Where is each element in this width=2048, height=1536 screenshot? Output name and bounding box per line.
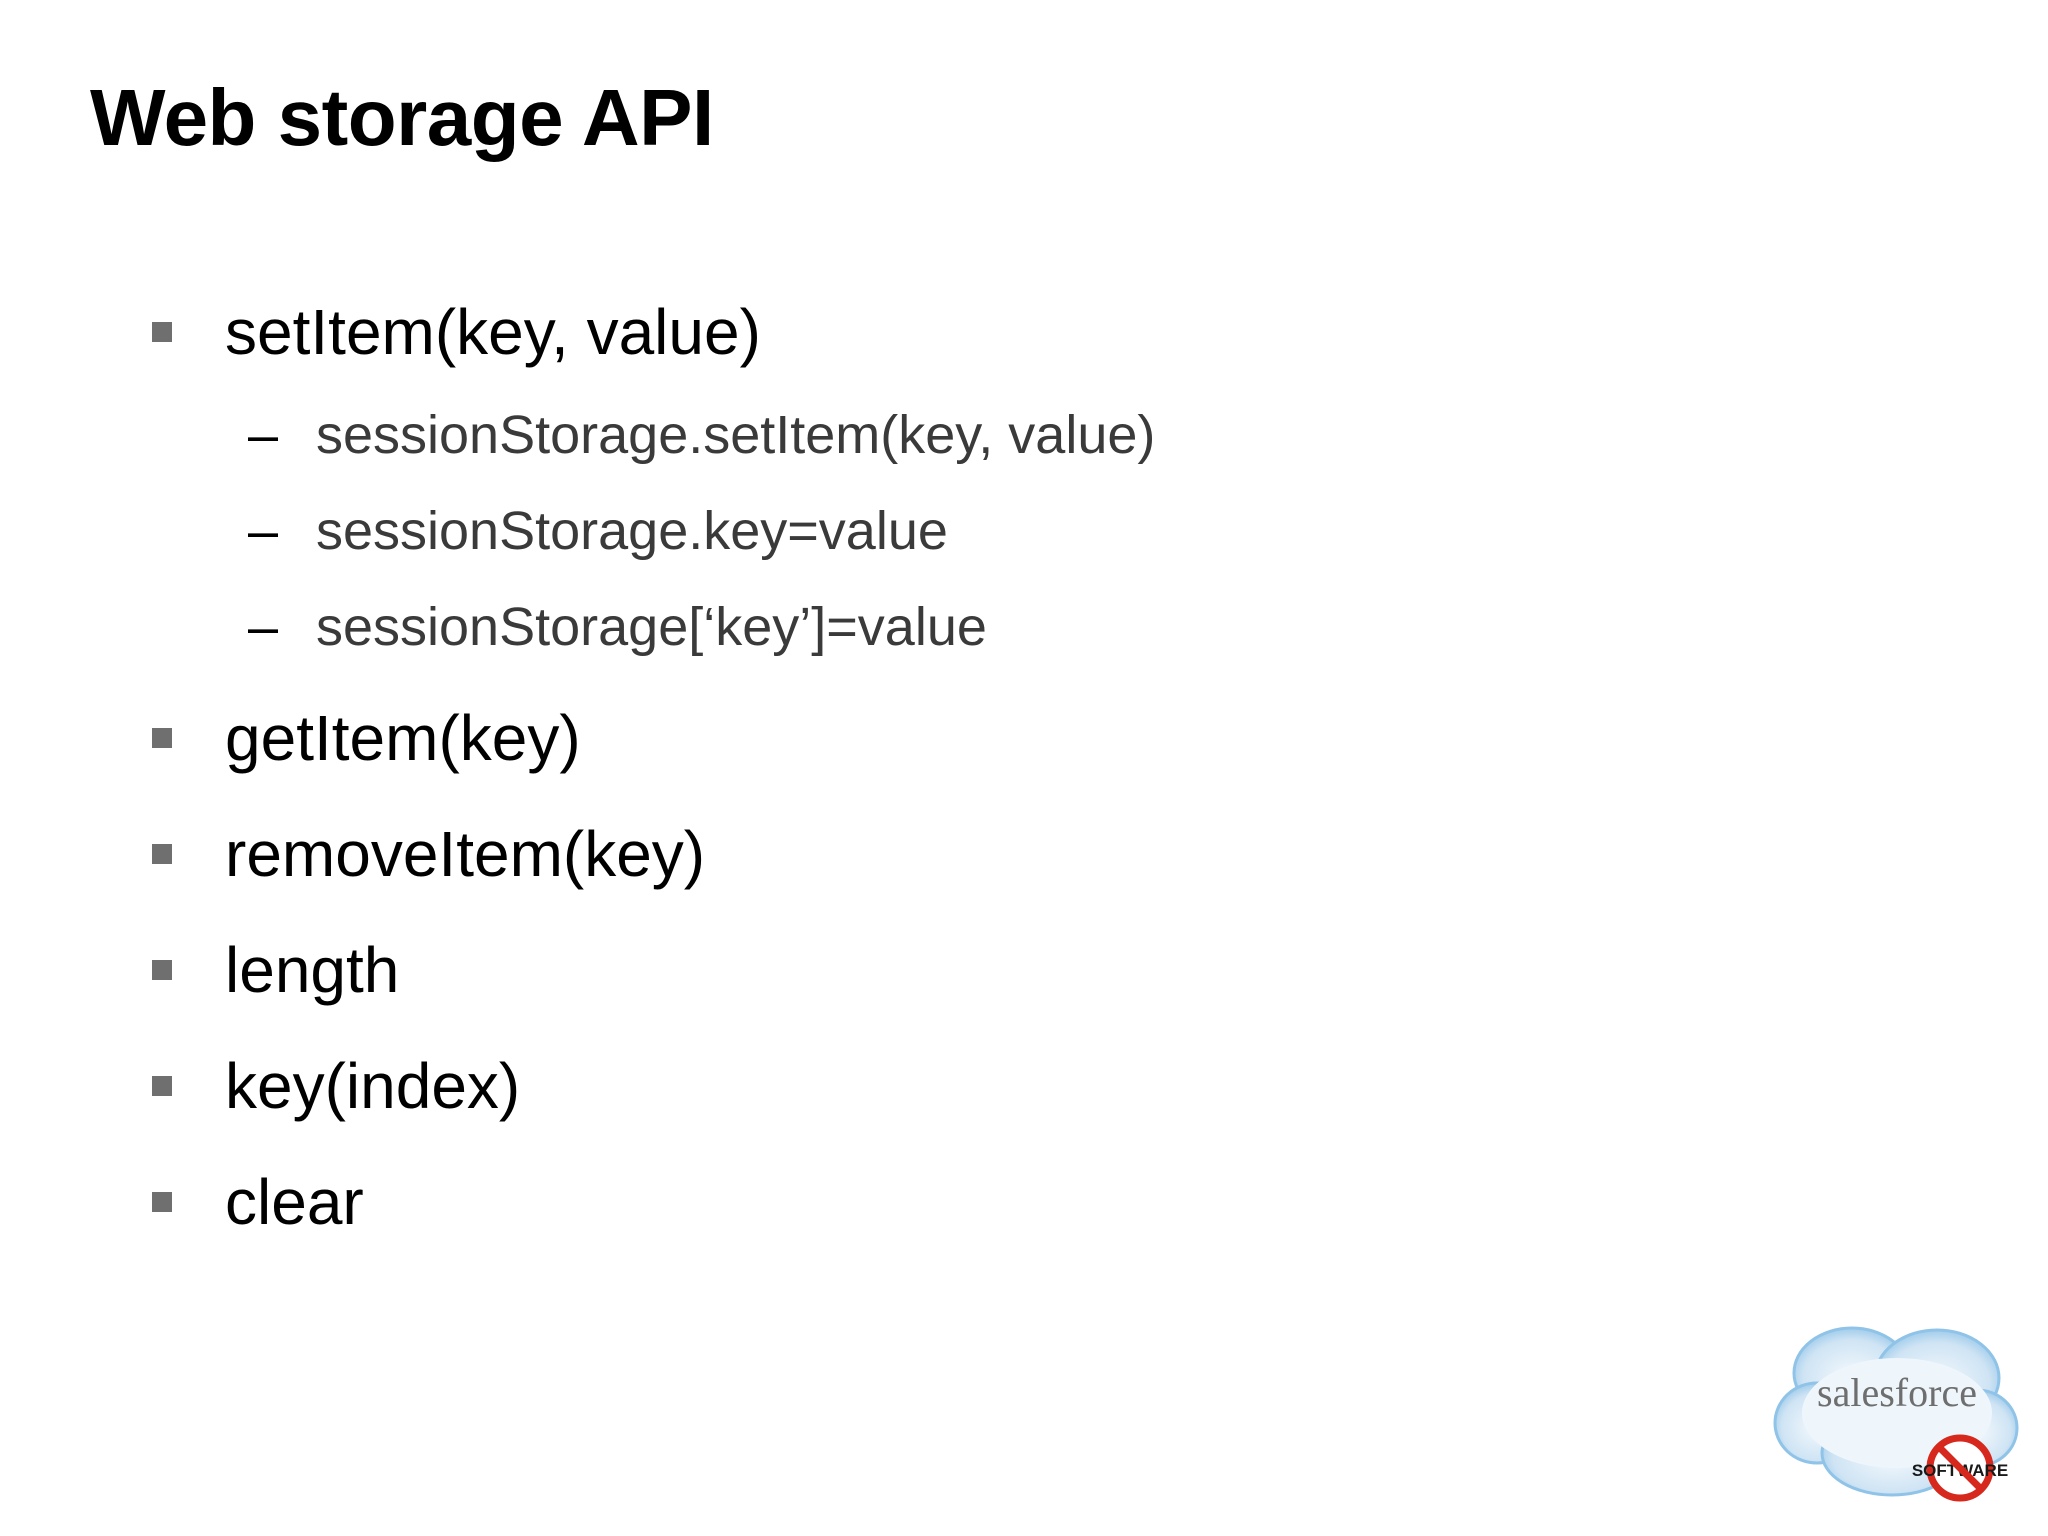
bullet-label: setItem(key, value) <box>225 296 761 368</box>
square-bullet-icon <box>152 1076 172 1096</box>
sub-bullet-label: sessionStorage.setItem(key, value) <box>316 405 1156 465</box>
dash-bullet-icon: – <box>248 405 279 465</box>
sub-bullet-item: – sessionStorage.setItem(key, value) <box>248 405 1156 465</box>
bullet-label: key(index) <box>225 1050 521 1122</box>
bullet-item-length: length <box>152 938 399 1002</box>
sub-bullet-label: sessionStorage.key=value <box>316 501 948 561</box>
cloud-shape <box>1773 1326 2019 1497</box>
square-bullet-icon <box>152 844 172 864</box>
sub-bullet-label: sessionStorage[‘key’]=value <box>316 597 987 657</box>
bullet-label: clear <box>225 1166 364 1238</box>
square-bullet-icon <box>152 322 172 342</box>
sub-bullet-item: – sessionStorage.key=value <box>248 501 948 561</box>
square-bullet-icon <box>152 728 172 748</box>
no-software-badge-icon: SOFTWARE <box>1912 1434 2008 1502</box>
dash-bullet-icon: – <box>248 501 279 561</box>
bullet-label: getItem(key) <box>225 702 581 774</box>
bullet-label: removeItem(key) <box>225 818 706 890</box>
sub-bullet-item: – sessionStorage[‘key’]=value <box>248 597 987 657</box>
bullet-item-key-index: key(index) <box>152 1054 520 1118</box>
bullet-item-setitem: setItem(key, value) <box>152 300 761 364</box>
slide-title: Web storage API <box>90 73 714 162</box>
salesforce-logo: salesforce SOFTWARE <box>1773 1326 2019 1502</box>
bullet-item-clear: clear <box>152 1170 364 1234</box>
bullet-item-removeitem: removeItem(key) <box>152 822 705 886</box>
bullet-label: length <box>225 934 400 1006</box>
square-bullet-icon <box>152 1192 172 1212</box>
dash-bullet-icon: – <box>248 597 279 657</box>
square-bullet-icon <box>152 960 172 980</box>
logo-brand-text: salesforce <box>1817 1370 1977 1415</box>
bullet-item-getitem: getItem(key) <box>152 706 581 770</box>
